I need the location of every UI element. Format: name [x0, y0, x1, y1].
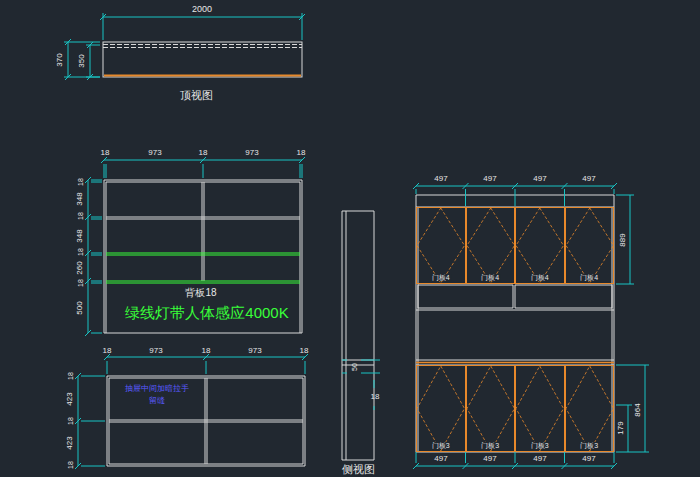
dimension-value: 18 — [199, 149, 208, 157]
dimension-line — [64, 13, 302, 77]
door-label: 门板4 — [480, 274, 500, 281]
door-swing-symbol — [566, 208, 614, 283]
dimension-line — [416, 186, 649, 466]
view-caption: 顶视图 — [180, 90, 213, 101]
dimension-value: 18 — [371, 393, 380, 401]
dimension-value: 18 — [202, 347, 211, 355]
dimension-value: 348 — [76, 229, 84, 242]
dimension-value: 18 — [103, 347, 112, 355]
dimension-value: 350 — [78, 54, 86, 67]
dimension-value: 889 — [619, 233, 627, 246]
dimension-value: 497 — [483, 175, 496, 183]
dimension-value: 497 — [582, 175, 595, 183]
dimension-value: 18 — [67, 417, 74, 425]
door-swing-line — [566, 366, 614, 451]
door-panel: 门板3 — [515, 365, 565, 452]
cabinet-frame — [107, 376, 305, 466]
dimension-value: 497 — [582, 455, 595, 463]
door-swing-line — [467, 208, 515, 283]
dimension-value: 18 — [77, 248, 84, 256]
dimension-value: 973 — [248, 347, 261, 355]
handle-note: 留缝 — [149, 397, 165, 405]
door-panel: 门板3 — [565, 365, 615, 452]
dimension-tick — [75, 354, 308, 469]
dimension-value: 50 — [351, 363, 358, 371]
handle-note: 抽屉中间加暗拉手 — [125, 385, 189, 393]
door-label: 门板4 — [530, 274, 550, 281]
dimension-value: 18 — [67, 461, 74, 469]
dimension-value: 973 — [148, 149, 161, 157]
cabinet-frame — [104, 180, 302, 333]
dimension-value: 18 — [101, 149, 110, 157]
door-panel: 门板4 — [565, 207, 615, 284]
led-note: 绿线灯带人体感应4000K — [125, 305, 288, 320]
door-swing-line — [516, 208, 564, 283]
door-swing-symbol — [467, 366, 515, 451]
top-view-panel — [103, 45, 302, 48]
door-panel: 门板3 — [466, 365, 516, 452]
door-swing-symbol — [516, 208, 564, 283]
door-swing-symbol — [467, 208, 515, 283]
dimension-value: 864 — [634, 403, 642, 416]
led-strip-line — [106, 253, 300, 283]
door-swing-line — [467, 366, 515, 451]
door-swing-symbol — [516, 366, 564, 451]
dimension-value: 348 — [76, 192, 84, 205]
dimension-value: 973 — [245, 149, 258, 157]
dimension-value: 497 — [483, 455, 496, 463]
door-label: 门板4 — [431, 274, 451, 281]
door-swing-line — [566, 208, 614, 283]
dimension-value: 18 — [300, 347, 309, 355]
door-panel: 门板4 — [466, 207, 516, 284]
door-swing-line — [417, 208, 465, 283]
elevation-frame — [416, 195, 614, 452]
door-swing-symbol — [566, 366, 614, 451]
door-label: 门板3 — [431, 442, 451, 449]
door-swing-line — [417, 366, 465, 451]
dimension-value: 423 — [66, 392, 74, 405]
top-view-front-edge — [104, 75, 301, 77]
counter-edge — [416, 362, 614, 364]
door-label: 门板3 — [579, 442, 599, 449]
dimension-tick — [413, 183, 617, 469]
door-label: 门板3 — [530, 442, 550, 449]
dimension-value: 423 — [66, 436, 74, 449]
door-panel: 门板3 — [416, 365, 466, 452]
dimension-tick — [85, 157, 305, 336]
dimension-value: 18 — [77, 279, 84, 287]
dimension-value: 18 — [67, 372, 74, 380]
dimension-value: 497 — [434, 455, 447, 463]
door-label: 门板3 — [480, 442, 500, 449]
dimension-tick — [65, 14, 305, 80]
dimension-value: 973 — [149, 347, 162, 355]
door-swing-symbol — [417, 208, 465, 283]
door-swing-line — [516, 366, 564, 451]
view-caption: 侧视图 — [342, 464, 375, 475]
panel-note: 背板18 — [185, 288, 216, 298]
dimension-value: 260 — [76, 261, 84, 274]
dimension-value: 18 — [297, 149, 306, 157]
dimension-value: 497 — [533, 455, 546, 463]
dimension-value: 179 — [617, 421, 625, 434]
dimension-line — [342, 360, 380, 410]
dimension-line — [78, 357, 305, 466]
dimension-value: 500 — [76, 301, 84, 314]
door-label: 门板4 — [579, 274, 599, 281]
top-view-outline — [103, 42, 302, 77]
side-view-outline — [342, 211, 374, 460]
dimension-value: 18 — [77, 212, 84, 220]
dimension-value: 370 — [56, 53, 64, 66]
door-panel: 门板4 — [416, 207, 466, 284]
door-panel: 门板4 — [515, 207, 565, 284]
door-swing-symbol — [417, 366, 465, 451]
dimension-value: 497 — [533, 175, 546, 183]
dimension-value: 18 — [77, 178, 84, 186]
dimension-line — [88, 160, 302, 333]
dimension-value: 2000 — [192, 5, 212, 14]
dimension-value: 497 — [434, 175, 447, 183]
